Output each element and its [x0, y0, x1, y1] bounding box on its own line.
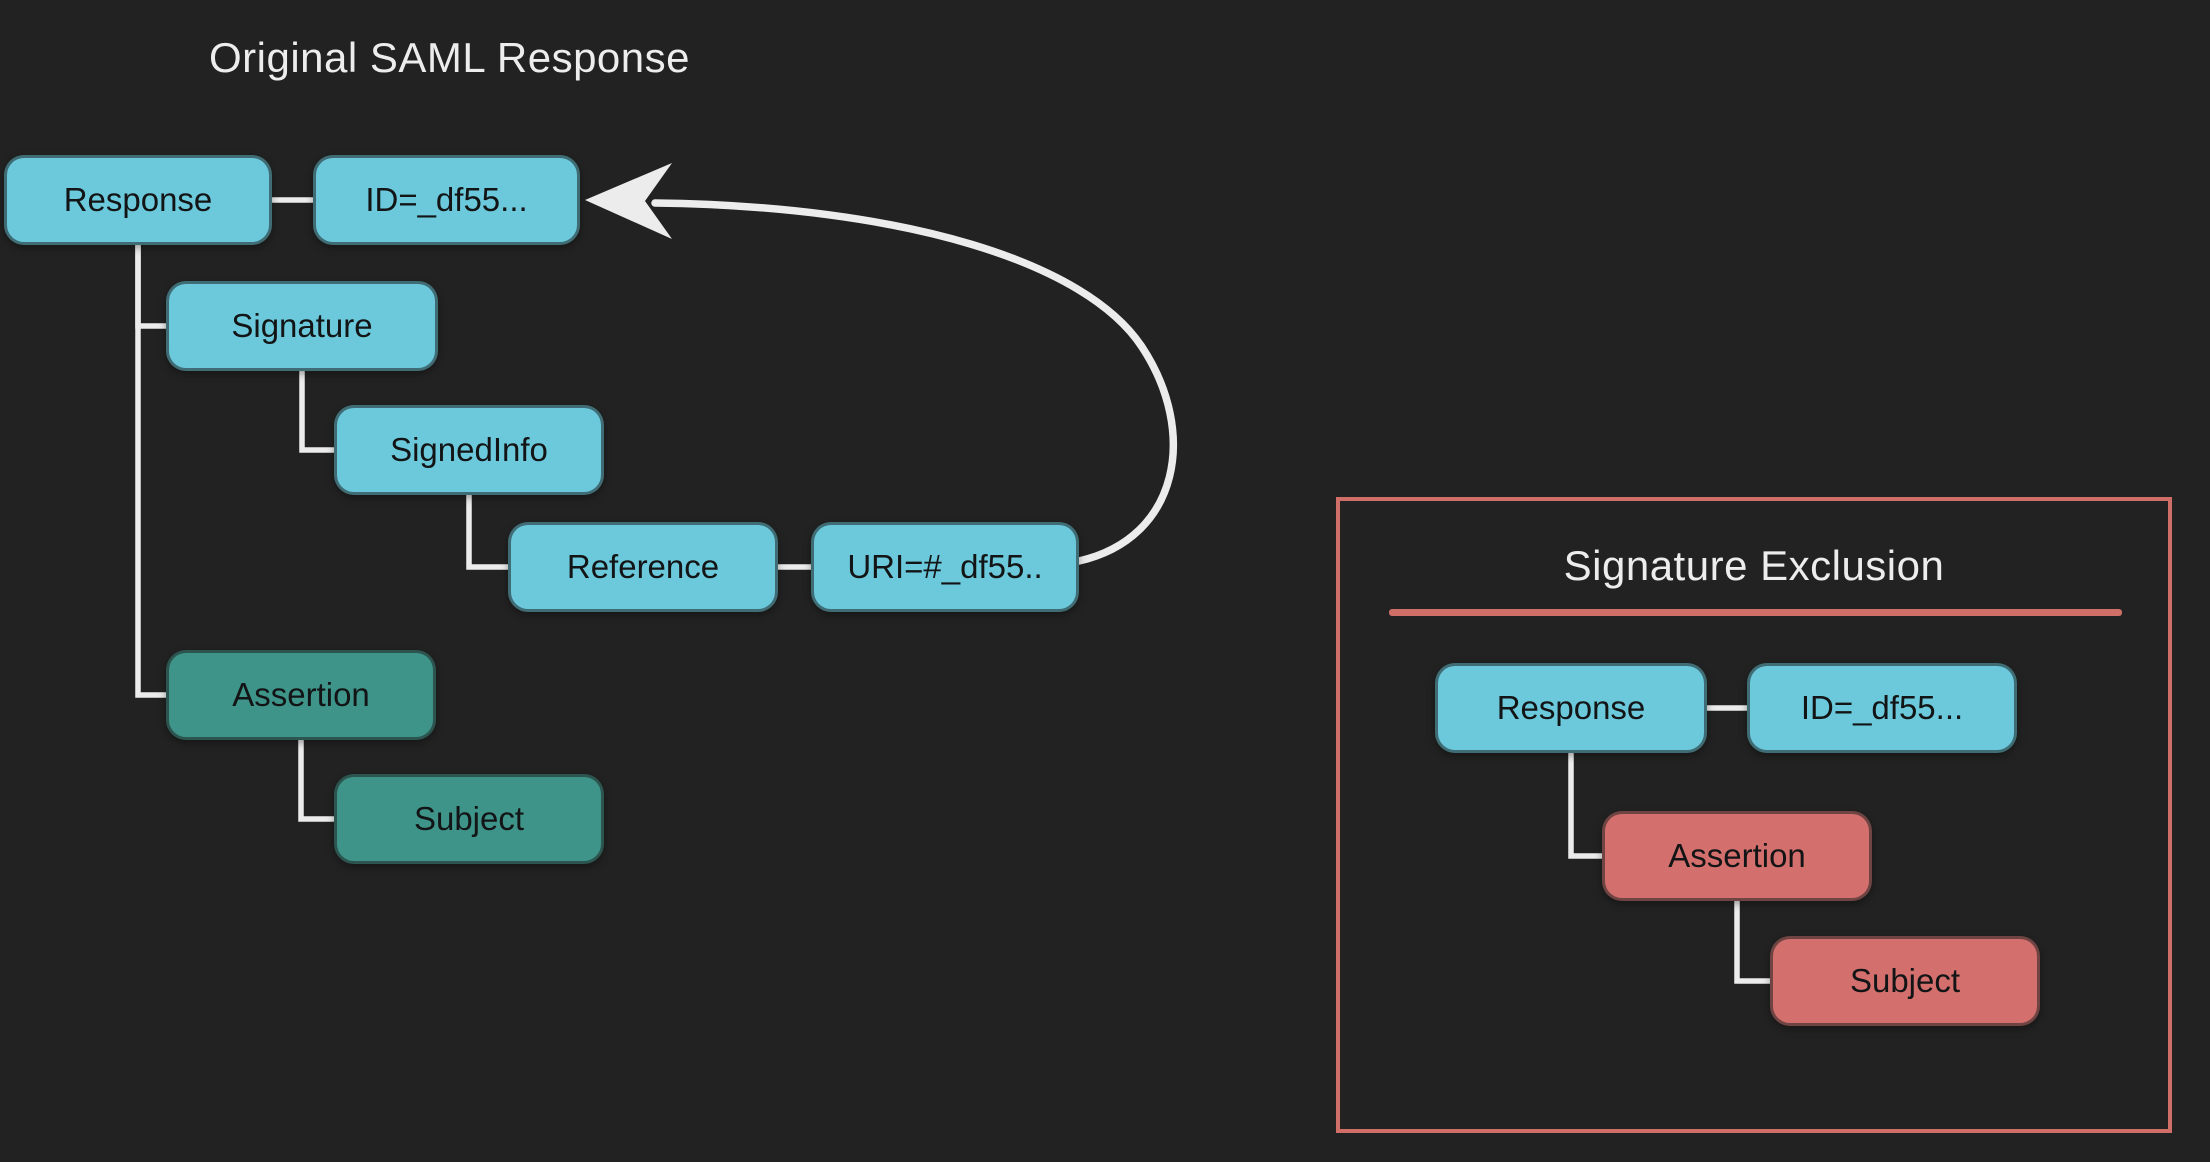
uri-to-id-arrowhead [585, 163, 672, 239]
node-subject: Subject [334, 774, 604, 864]
node-response: Response [4, 155, 272, 245]
node-signature: Signature [166, 281, 438, 371]
connector-assertion-subject [298, 737, 337, 822]
connector-signedinfo-reference [466, 492, 511, 570]
node-uri-attribute: URI=#_df55.. [811, 522, 1079, 612]
node-signedinfo: SignedInfo [334, 405, 604, 495]
connector-signature-signedinfo [299, 368, 337, 453]
node-id-attribute: ID=_df55... [313, 155, 580, 245]
panel-node-subject: Subject [1770, 936, 2040, 1026]
connector-r-assertion-subject [1734, 898, 1773, 984]
panel-node-response: Response [1435, 663, 1707, 753]
signature-exclusion-panel [1336, 497, 2172, 1133]
panel-node-assertion: Assertion [1602, 811, 1872, 901]
node-reference: Reference [508, 522, 778, 612]
connector-r-response-assertion [1568, 750, 1605, 859]
panel-node-id-attribute: ID=_df55... [1747, 663, 2017, 753]
connector-response-signature [135, 242, 169, 329]
connector-response-assertion [135, 242, 169, 698]
uri-to-id-reference-arrow [651, 199, 1177, 565]
signature-exclusion-title: Signature Exclusion [1563, 542, 1945, 589]
node-assertion: Assertion [166, 650, 436, 740]
title-underline [1389, 609, 2122, 616]
left-diagram-title: Original SAML Response [209, 34, 690, 81]
